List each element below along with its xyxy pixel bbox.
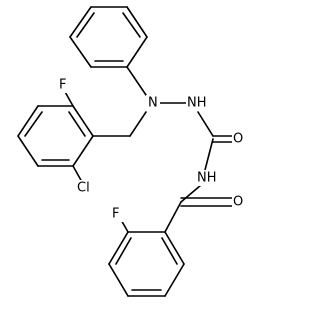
bond-ph-inner-1 [76, 12, 95, 38]
atom-nh-hydrazine: NH [187, 96, 207, 111]
atom-labels: N NH O NH O F Cl F [58, 77, 246, 222]
bond-ph-5 [126, 6, 148, 38]
atom-o-benzoyl: O [233, 195, 243, 210]
bond-br-6 [164, 231, 185, 265]
atom-f-benzoyl: F [112, 207, 119, 222]
bond-ar-inner-1 [68, 111, 86, 137]
bond-br-inner-1 [115, 237, 132, 265]
molecule-structure: N NH O NH O F Cl F [17, 6, 246, 297]
bond-br-inner-3 [161, 237, 178, 265]
bond-ph-1 [69, 6, 92, 38]
atom-n-amine: N [148, 96, 158, 111]
bond-n-ch2 [129, 111, 147, 137]
bond-br-5 [164, 263, 185, 297]
bond-ar-cl [72, 165, 83, 183]
bond-br-3 [108, 263, 129, 297]
bond-bc-ring [164, 201, 182, 233]
bond-br-2 [108, 231, 129, 265]
bond-ph-2 [69, 36, 92, 68]
bond-ar-inner-2 [24, 111, 43, 137]
bond-nh-c [197, 111, 214, 137]
atom-f-benzyl: F [59, 78, 66, 93]
bond-ar-4 [17, 135, 39, 167]
bond-ar-3 [17, 105, 39, 137]
bond-ph-inner-3 [122, 12, 141, 38]
bond-c-nh2 [204, 138, 214, 171]
bond-ar-6 [72, 135, 94, 167]
bonds [17, 6, 233, 297]
bond-ph-4 [126, 36, 148, 68]
atom-o-urea: O [233, 132, 243, 147]
bond-ar-1 [72, 105, 94, 137]
atom-cl-benzyl: Cl [77, 181, 90, 196]
bond-nh2-bc [180, 184, 202, 203]
atom-nh-imide: NH [197, 171, 217, 186]
bond-ph-n [126, 66, 147, 96]
